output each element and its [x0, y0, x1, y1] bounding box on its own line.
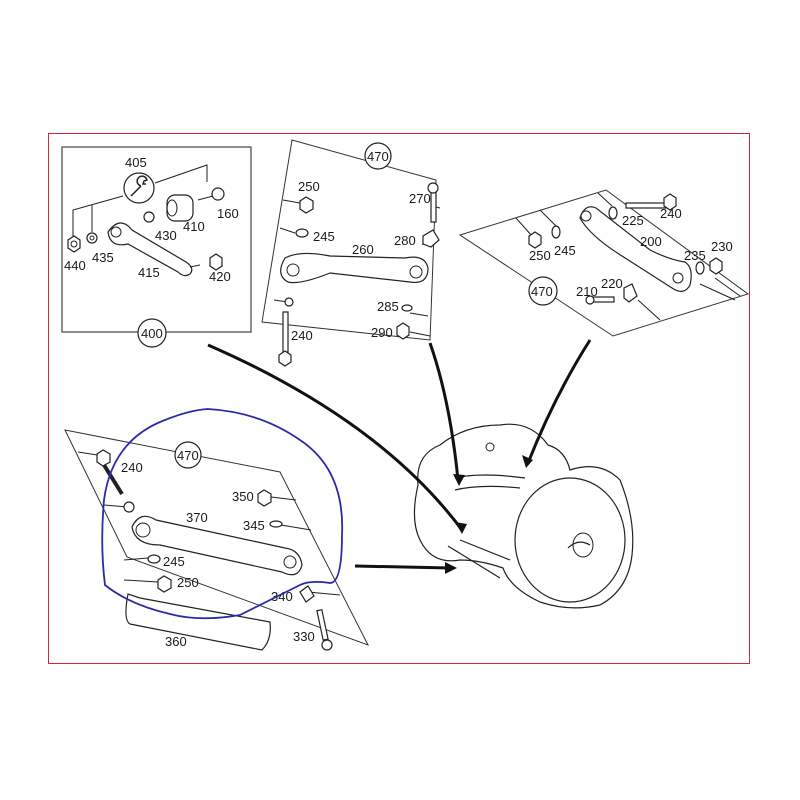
label-470-r: 470 [531, 284, 553, 299]
arrow-panel-470-right [526, 339, 592, 464]
nut-350 [257, 489, 272, 507]
group-circle-400 [137, 318, 167, 348]
group-circle-470-bottom [174, 441, 202, 469]
arrow-panel-470-bottom [354, 564, 451, 570]
label-430: 430 [155, 228, 177, 243]
label-360: 360 [165, 634, 187, 649]
label-245-r: 245 [554, 243, 576, 258]
label-225: 225 [622, 213, 644, 228]
washer-435 [86, 232, 98, 244]
bushing-410 [166, 194, 194, 222]
label-440: 440 [64, 258, 86, 273]
nut-250-r [528, 231, 542, 249]
label-400: 400 [141, 326, 163, 341]
plate-340 [299, 585, 315, 603]
arrow-panel-400 [207, 343, 464, 531]
washer-245 [295, 228, 309, 238]
panel-470-right: 470 225 240 200 250 245 235 230 210 220 [458, 189, 750, 337]
label-220: 220 [601, 276, 623, 291]
label-405: 405 [125, 155, 147, 170]
nut-290 [396, 322, 410, 340]
group-circle-470-top [364, 142, 392, 170]
panel-470-bottom: 470 240 350 370 345 245 250 340 360 330 [64, 429, 370, 651]
label-470: 470 [367, 149, 389, 164]
diagram-frame [48, 133, 750, 664]
plate-280 [422, 229, 440, 248]
label-370: 370 [186, 510, 208, 525]
control-arm-200 [579, 206, 692, 292]
washer-225 [608, 206, 618, 220]
label-415: 415 [138, 265, 160, 280]
label-240-r: 240 [660, 206, 682, 221]
label-285: 285 [377, 299, 399, 314]
washer-430 [143, 211, 155, 223]
group-circle-470-right [528, 276, 558, 306]
washer-240 [284, 297, 294, 307]
label-235: 235 [684, 248, 706, 263]
label-230: 230 [711, 239, 733, 254]
label-210: 210 [576, 284, 598, 299]
label-250-b: 250 [177, 575, 199, 590]
bolt-160 [211, 187, 225, 201]
bolt-240 [282, 311, 289, 353]
label-280: 280 [394, 233, 416, 248]
label-330: 330 [293, 629, 315, 644]
label-245-b: 245 [163, 554, 185, 569]
label-290: 290 [371, 325, 393, 340]
control-arm-415 [107, 222, 193, 277]
label-420: 420 [209, 269, 231, 284]
panel-400: 405 160 410 430 440 435 415 420 400 [61, 146, 252, 348]
plate-220 [623, 283, 638, 303]
nut-230 [709, 257, 723, 275]
label-260: 260 [352, 242, 374, 257]
control-arm-260 [280, 252, 429, 284]
annotation-circle [101, 408, 344, 620]
control-arm-370 [131, 515, 303, 576]
label-410: 410 [183, 219, 205, 234]
label-250: 250 [298, 179, 320, 194]
label-470-b: 470 [177, 448, 199, 463]
cover-360 [125, 593, 271, 651]
washer-240-b [123, 501, 135, 513]
label-240-b: 240 [121, 460, 143, 475]
label-270: 270 [409, 191, 431, 206]
arrow-panel-470-top [428, 342, 460, 481]
label-340: 340 [271, 589, 293, 604]
label-435: 435 [92, 250, 114, 265]
panel-470-top: 470 250 270 245 280 260 285 290 240 [261, 139, 441, 367]
bolt-270 [430, 189, 437, 223]
nut-440 [67, 235, 81, 253]
label-200: 200 [640, 234, 662, 249]
label-345: 345 [243, 518, 265, 533]
pointer-arrows [207, 339, 592, 574]
wheel-hub-assembly [413, 423, 634, 609]
washer-245-r [551, 225, 561, 239]
washer-245-b [147, 554, 161, 564]
bolt-330 [316, 608, 329, 641]
label-245: 245 [313, 229, 335, 244]
label-250-r: 250 [529, 248, 551, 263]
washer-285 [401, 304, 413, 312]
label-160: 160 [217, 206, 239, 221]
nut-250-b [157, 575, 172, 593]
label-350: 350 [232, 489, 254, 504]
bolt-head-240 [96, 449, 111, 467]
washer-235 [695, 261, 705, 275]
washer-345 [269, 520, 283, 528]
label-240: 240 [291, 328, 313, 343]
nut-420 [209, 253, 223, 271]
nut-250 [299, 196, 314, 214]
